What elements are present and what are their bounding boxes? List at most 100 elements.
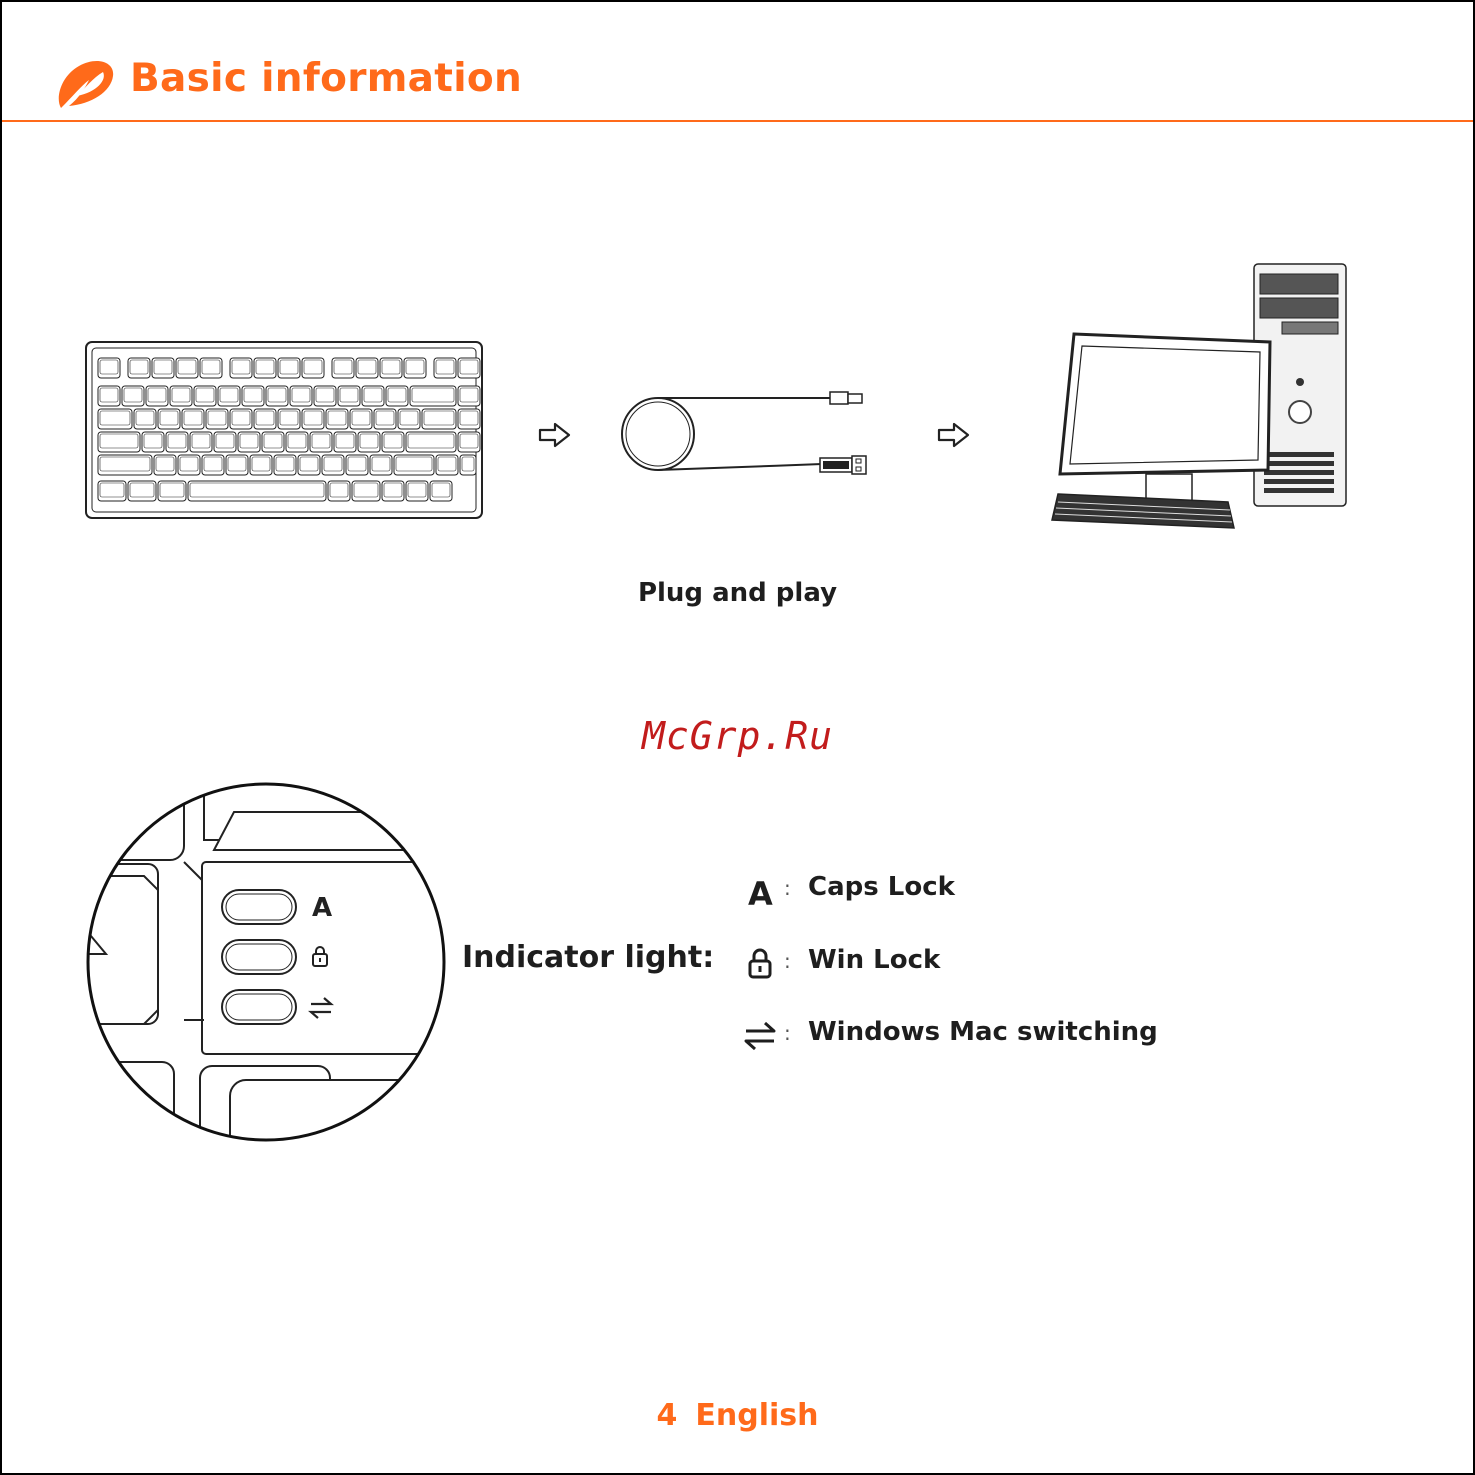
keycap-top [124, 388, 142, 402]
keycap-top [280, 360, 298, 374]
keyboard-illustration [84, 340, 486, 522]
keycap-top [352, 411, 370, 425]
keycap-top [154, 360, 172, 374]
usb-cable-illustration [618, 388, 870, 488]
keycap-top [232, 360, 250, 374]
keycap-top [292, 388, 310, 402]
keycap-top [406, 360, 424, 374]
legend-separator: : [784, 949, 791, 973]
keycap-top [100, 411, 130, 425]
keycap-top [304, 411, 322, 425]
switch-arrows-icon [744, 1017, 778, 1057]
keycap-top [304, 360, 322, 374]
keycap-top [184, 411, 202, 425]
keycap-top [100, 434, 138, 448]
legend-win-lock-label: Win Lock [808, 945, 940, 975]
desktop-computer-illustration [1046, 262, 1350, 536]
keycap-top [256, 411, 274, 425]
header: Basic information [0, 0, 1475, 122]
keycap-top [328, 411, 346, 425]
svg-text:A: A [748, 875, 773, 912]
keycap-top [384, 483, 402, 497]
keycap-top [100, 360, 118, 374]
keycap-top [232, 411, 250, 425]
keycap-top [196, 388, 214, 402]
legend-separator: : [784, 1021, 791, 1045]
keycap-top [148, 388, 166, 402]
keycap-top [460, 388, 478, 402]
keycap-top [336, 434, 354, 448]
keycap-top [334, 360, 352, 374]
indicator-closeup-illustration: A [84, 780, 448, 1144]
keycap-top [354, 483, 378, 497]
keycap-top [168, 434, 186, 448]
keycap-top [384, 434, 402, 448]
keycap-top [460, 360, 478, 374]
keycap-top [240, 434, 258, 448]
keycap-top [408, 483, 426, 497]
keycap-top [156, 457, 174, 471]
keycap-top [400, 411, 418, 425]
keycap-top [172, 388, 190, 402]
keycap-top [160, 411, 178, 425]
keycap-top [424, 411, 454, 425]
keycap-top [280, 411, 298, 425]
keycap-top [360, 434, 378, 448]
arrow-right-icon [937, 421, 971, 449]
keycap-top [300, 457, 318, 471]
keycap-top [178, 360, 196, 374]
keycap-top [252, 457, 270, 471]
legend-separator: : [784, 876, 791, 900]
keycap-top [202, 360, 220, 374]
legend-caps-lock-label: Caps Lock [808, 872, 955, 902]
keycap-top [358, 360, 376, 374]
keycap-top [208, 411, 226, 425]
keycap-top [100, 483, 124, 497]
arrow-right-icon [538, 421, 572, 449]
legend-os-switch-label: Windows Mac switching [808, 1017, 1158, 1047]
keycap-top [268, 388, 286, 402]
keycap-top [388, 388, 406, 402]
keycap-top [364, 388, 382, 402]
keycap-top [136, 411, 154, 425]
lock-icon [744, 945, 778, 985]
keycap-top [376, 411, 394, 425]
keycap-top [100, 388, 118, 402]
language-label: English [695, 1398, 818, 1433]
keycap-top [462, 457, 474, 471]
keycap-top [312, 434, 330, 448]
keycap-top [436, 360, 454, 374]
keycap-top [256, 360, 274, 374]
keycap-top [216, 434, 234, 448]
keycap-top [340, 388, 358, 402]
closeup-caps-letter: A [312, 893, 332, 923]
keycap-top [372, 457, 390, 471]
header-divider [2, 120, 1473, 122]
keycap-top [412, 388, 454, 402]
keycap-top [330, 483, 348, 497]
keycap-top [288, 434, 306, 448]
keycap-top [130, 360, 148, 374]
keycap-top [190, 483, 324, 497]
page-title: Basic information [130, 56, 522, 101]
keycap-top [460, 411, 478, 425]
keycap-top [316, 388, 334, 402]
keycap-top [228, 457, 246, 471]
keycap-top [324, 457, 342, 471]
keycap-top [396, 457, 432, 471]
keycap-top [460, 434, 478, 448]
keycap-top [144, 434, 162, 448]
keycap-top [192, 434, 210, 448]
keycap-top [264, 434, 282, 448]
keycap-top [408, 434, 454, 448]
keycap-top [244, 388, 262, 402]
keycap-top [100, 457, 150, 471]
keycap-top [438, 457, 456, 471]
plug-and-play-caption: Plug and play [0, 578, 1475, 608]
keycap-top [130, 483, 154, 497]
keycap-top [220, 388, 238, 402]
keycap-top [348, 457, 366, 471]
caps-lock-icon: A [744, 872, 778, 912]
keycap-top [382, 360, 400, 374]
